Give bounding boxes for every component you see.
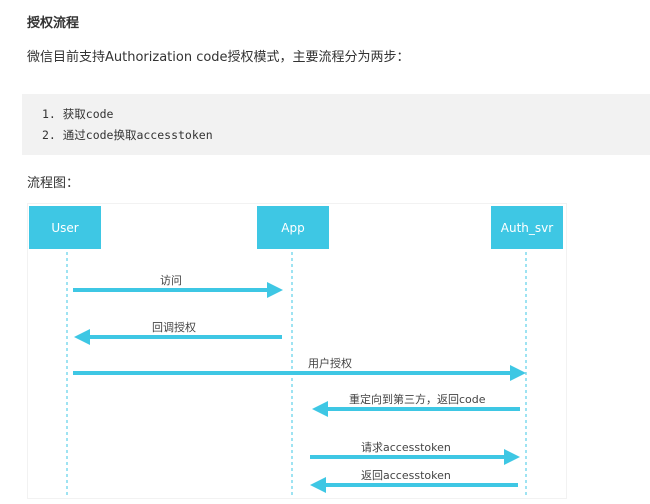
- sequence-diagram: User App Auth_svr 访问 回调授权 用户授权 重定向到第三方，返…: [27, 203, 567, 499]
- step-1: 1. 获取code: [42, 107, 114, 121]
- step-2: 2. 通过code换取accesstoken: [42, 128, 213, 142]
- actor-auth-svr: Auth_svr: [491, 206, 563, 249]
- msg-request-token: 请求accesstoken: [361, 441, 451, 454]
- msg-return-token: 返回accesstoken: [361, 469, 451, 482]
- actor-user: User: [29, 206, 101, 249]
- actor-app: App: [257, 206, 329, 249]
- msg-redirect: 重定向到第三方，返回code: [349, 393, 486, 406]
- diagram-label: 流程图：: [27, 176, 80, 191]
- steps-code-block: 1. 获取code 2. 通过code换取accesstoken: [22, 94, 650, 155]
- diagram-lines: [66, 252, 527, 496]
- msg-user-auth: 用户授权: [308, 357, 352, 370]
- msg-callback: 回调授权: [152, 321, 196, 334]
- msg-visit: 访问: [160, 274, 182, 287]
- intro-text: 微信目前支持Authorization code授权模式，主要流程分为两步：: [27, 50, 410, 65]
- section-heading: 授权流程: [27, 16, 80, 31]
